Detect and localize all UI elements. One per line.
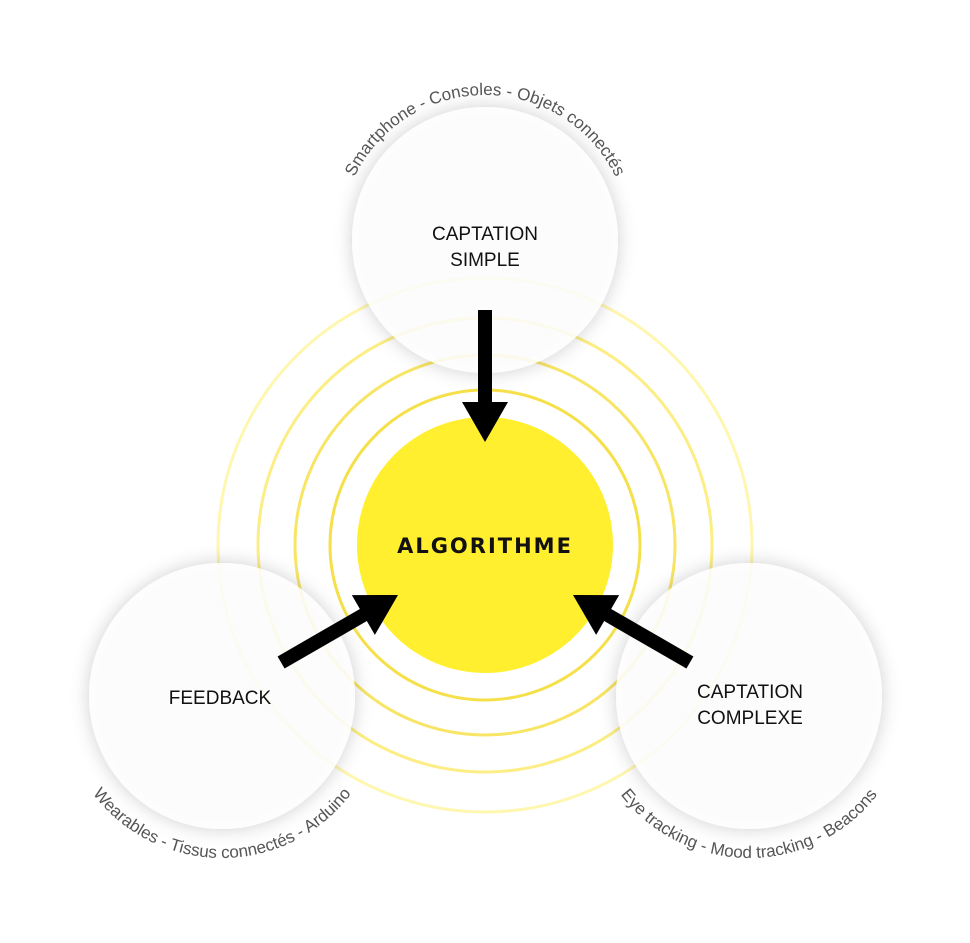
arrow-left-icon bbox=[277, 595, 398, 669]
arrow-right-icon bbox=[573, 595, 694, 669]
node-top-label-2: SIMPLE bbox=[450, 250, 520, 271]
node-top-circle bbox=[352, 107, 618, 373]
arrow-top-icon bbox=[462, 310, 508, 442]
algorithm-label: ALGORITHME bbox=[397, 534, 573, 558]
node-top-label-1: CAPTATION bbox=[432, 224, 538, 245]
node-left-label: FEEDBACK bbox=[169, 688, 272, 709]
node-right-circle bbox=[616, 563, 882, 829]
node-left-circle bbox=[89, 563, 355, 829]
node-right-label-1: CAPTATION bbox=[697, 682, 803, 703]
node-right-label-2: COMPLEXE bbox=[697, 708, 803, 729]
algorithm-circle bbox=[357, 417, 613, 673]
